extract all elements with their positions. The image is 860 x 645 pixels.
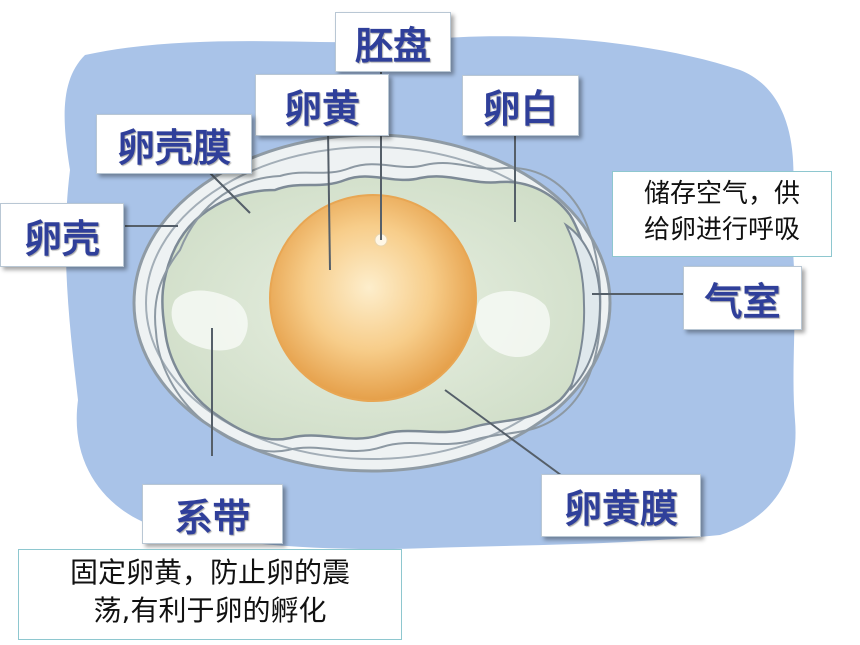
note-chalaza-function: 固定卵黄，防止卵的震 荡,有利于卵的孵化 [18,549,402,640]
note-air-cell-line-2: 给卵进行呼吸 [643,215,800,245]
leader-lines [125,72,684,479]
note-chalaza-line-2: 荡,有利于卵的孵化 [93,594,327,627]
label-germinal-disc: 胚盘 [335,12,451,72]
air-cell [563,222,602,391]
chalaza-left [171,290,248,351]
label-yolk: 卵黄 [255,74,389,136]
label-albumen: 卵白 [462,75,579,136]
leader-shell-membrane [204,167,251,214]
note-chalaza-line-1: 固定卵黄，防止卵的震 [69,556,350,589]
label-vitelline-membrane: 卵黄膜 [541,474,701,537]
albumen-wave-line [154,162,602,453]
leader-vitelline [444,389,566,479]
label-shell-membrane: 卵壳膜 [96,114,252,174]
note-air-cell-function: 储存空气，供 给卵进行呼吸 [612,171,832,257]
yolk [269,194,477,402]
label-shell: 卵壳 [0,203,124,267]
leader-yolk [327,129,331,271]
note-air-cell-line-1: 储存空气，供 [643,179,800,209]
chalaza-right [475,290,550,358]
label-air-cell: 气室 [683,266,802,330]
label-chalaza: 系带 [142,484,283,544]
